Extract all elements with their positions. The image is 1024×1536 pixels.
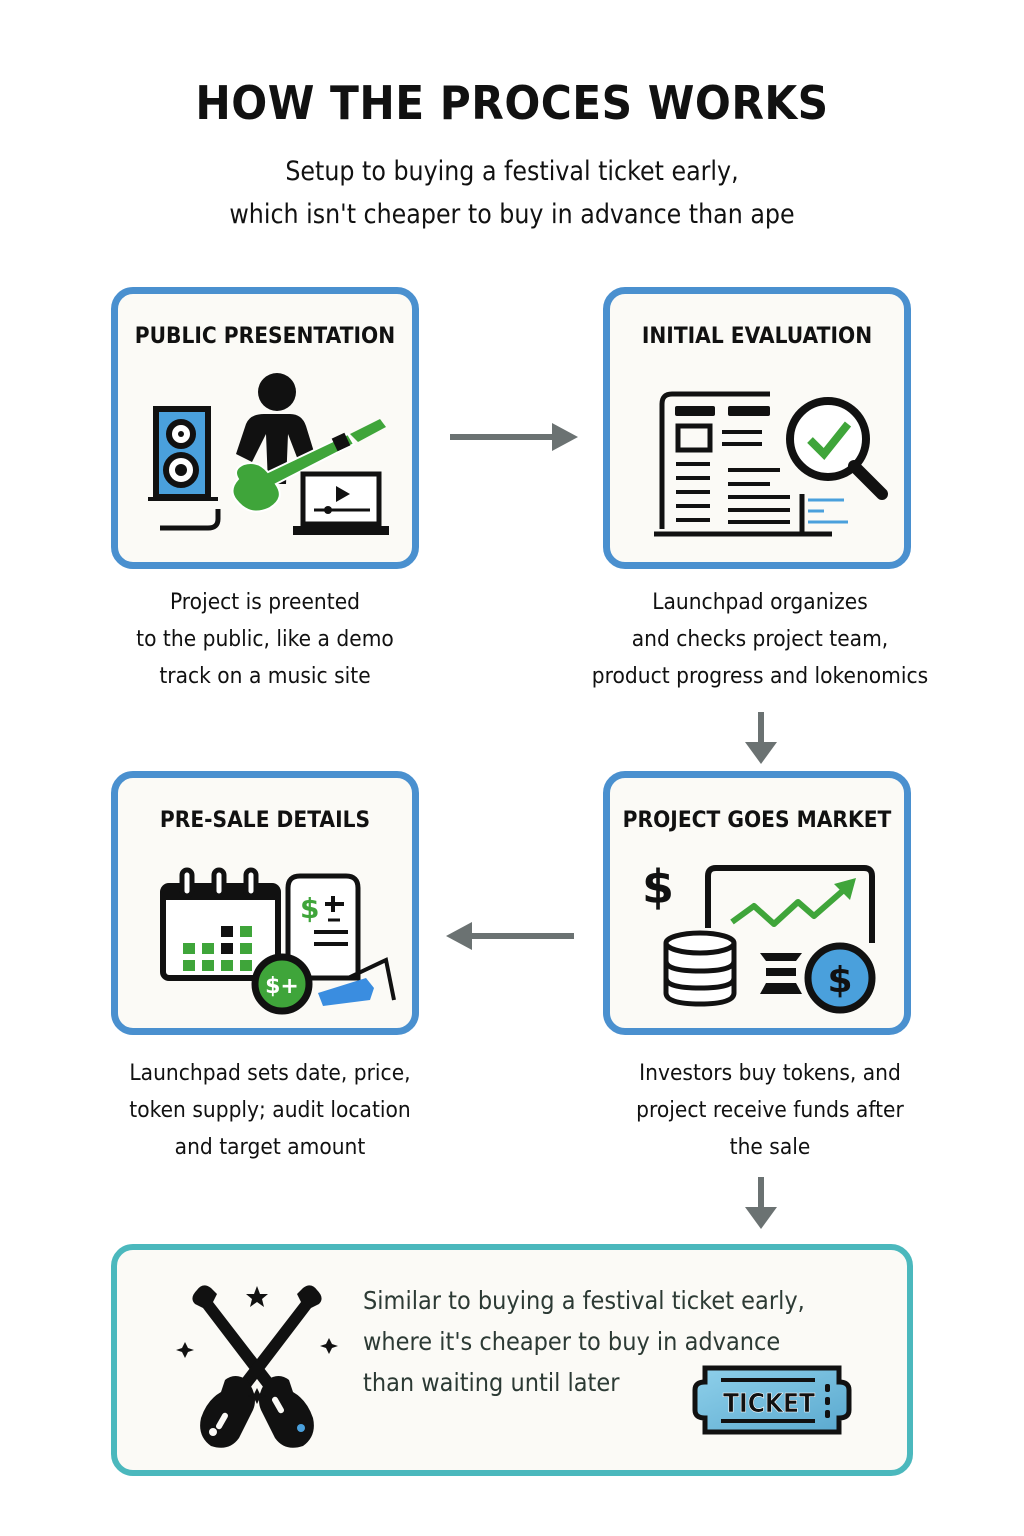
step-caption-public-presentation: Project is preented to the public, like … xyxy=(136,589,394,689)
arrow-left-icon xyxy=(446,922,574,950)
page-title: HOW THE PROCES WORKS xyxy=(195,76,829,130)
arrow-right-icon xyxy=(450,423,578,451)
step-card-initial-evaluation: INITIAL EVALUATION xyxy=(603,287,911,569)
step-title: INITIAL EVALUATION xyxy=(641,324,873,349)
musician-performing-icon xyxy=(148,373,389,535)
summary-panel: Similar to buying a festival ticket earl… xyxy=(111,1244,913,1476)
svg-text:$: $ xyxy=(642,860,674,914)
step-caption-initial-evaluation: Launchpad organizes and checks project t… xyxy=(591,589,929,689)
step-card-pre-sale-details: PRE-SALE DETAILS $ $+ xyxy=(111,771,419,1035)
ticket-label: TICKET xyxy=(723,1389,815,1419)
svg-text:$: $ xyxy=(827,960,852,1001)
summary-text: Similar to buying a festival ticket earl… xyxy=(363,1286,805,1397)
svg-text:$: $ xyxy=(300,892,319,925)
market-growth-coins-icon: $ $ xyxy=(642,860,876,1014)
subtitle-line: which isn't cheaper to buy in advance th… xyxy=(229,199,795,230)
svg-text:$+: $+ xyxy=(265,974,299,999)
step-title: PROJECT GOES MARKET xyxy=(622,808,892,833)
step-title: PUBLIC PRESENTATION xyxy=(134,324,396,349)
step-title: PRE-SALE DETAILS xyxy=(159,808,371,833)
ticket-icon: TICKET xyxy=(692,1365,852,1435)
step-card-project-goes-market: PROJECT GOES MARKET $ $ xyxy=(603,771,911,1035)
calendar-pricing-icon: $ $+ xyxy=(160,867,396,1015)
arrow-down-icon xyxy=(745,712,777,764)
step-caption-pre-sale-details: Launchpad sets date, price, token supply… xyxy=(129,1060,411,1160)
document-magnifier-check-icon xyxy=(654,391,888,537)
step-caption-project-goes-market: Investors buy tokens, and project receiv… xyxy=(636,1060,904,1160)
step-card-public-presentation: PUBLIC PRESENTATION xyxy=(111,287,419,569)
crossed-guitars-icon xyxy=(176,1285,338,1448)
arrow-down-icon xyxy=(745,1177,777,1229)
page-subtitle: Setup to buying a festival ticket early,… xyxy=(61,150,962,236)
subtitle-line: Setup to buying a festival ticket early, xyxy=(285,156,739,187)
